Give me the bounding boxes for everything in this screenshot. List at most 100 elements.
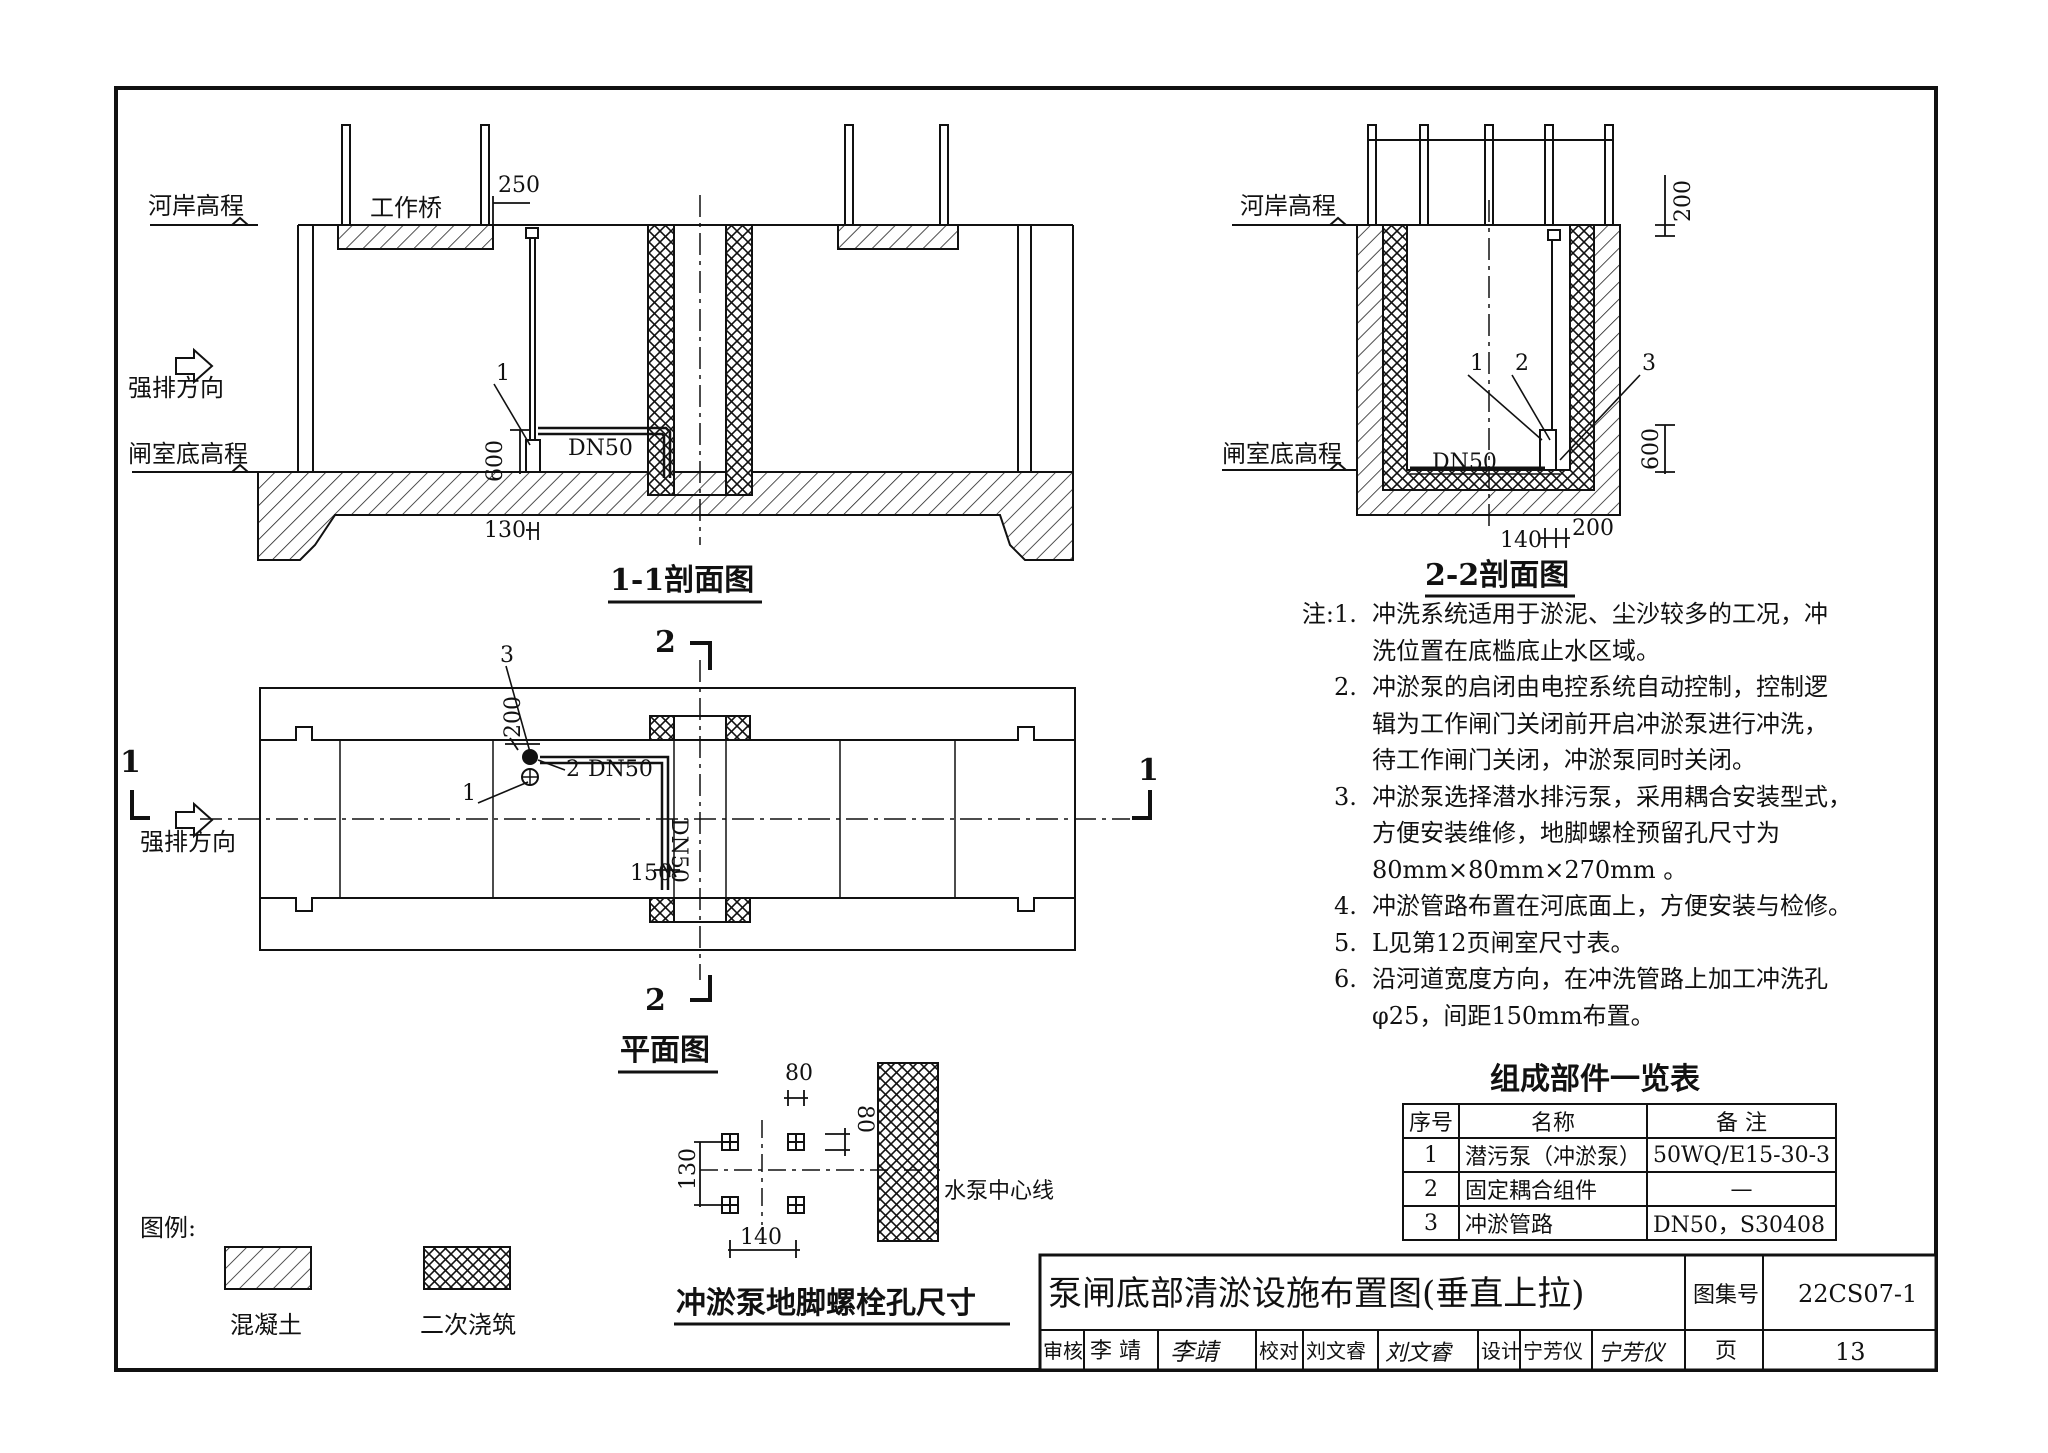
table-cell: 冲淤管路 <box>1458 1205 1649 1241</box>
page-number: 13 <box>1835 1338 1866 1366</box>
atlas-number: 22CS07-1 <box>1798 1280 1917 1308</box>
review-name: 李 靖 <box>1090 1339 1141 1364</box>
parts-header-row: 序号 名称 备 注 <box>1401 1103 1837 1139</box>
table-row: 3 冲淤管路 DN50，S30408 <box>1401 1205 1837 1241</box>
dim-140-bolt: 140 <box>740 1225 782 1250</box>
cut-2-bottom: 2 <box>645 983 666 1018</box>
check-name: 刘文睿 <box>1306 1339 1366 1363</box>
note-number: 6. <box>1334 965 1357 993</box>
note-text: 沿河道宽度方向，在冲洗管路上加工冲洗孔 φ25，间距150mm布置。 <box>1372 965 1828 1030</box>
bolt-hole-detail: 80 80 130 140 水泵中心线 冲淤泵地脚螺栓孔尺寸 <box>674 1061 1054 1326</box>
pump-2-2 <box>1539 429 1557 471</box>
legend-concrete-swatch <box>224 1246 312 1290</box>
work-bridge <box>337 224 494 250</box>
dim-200-top: 200 <box>1671 180 1696 222</box>
table-cell: 1 <box>1401 1137 1461 1173</box>
legend: 图例: 混凝土 二次浇筑 <box>140 1214 516 1339</box>
floor-slab <box>257 471 1074 561</box>
tag-1-plan: 1 <box>462 781 476 806</box>
note-text: 冲淤泵选择潜水排污泵，采用耦合安装型式， 方便安装维修，地脚螺栓预留孔尺寸为 8… <box>1372 782 1852 884</box>
note-text: 冲淤泵的启闭由电控系统自动控制，控制逻 辑为工作闸门关闭前开启冲淤泵进行冲洗， … <box>1372 673 1828 774</box>
dim-600: 600 <box>483 440 508 482</box>
note-number: 4. <box>1334 892 1357 920</box>
check-label: 校对 <box>1259 1339 1299 1363</box>
drawing-title: 泵闸底部清淤设施布置图(垂直上拉) <box>1048 1274 1585 1314</box>
review-signature: 李靖 <box>1170 1338 1222 1366</box>
dim-200-plan: 200 <box>501 696 526 738</box>
dim-600-s22: 600 <box>1639 428 1664 470</box>
table-cell: DN50，S30408 <box>1646 1205 1837 1241</box>
dim-80-a: 80 <box>785 1061 813 1086</box>
dim-130-bolt: 130 <box>676 1148 701 1190</box>
cut-1-left: 1 <box>120 745 141 780</box>
note-text: 冲淤管路布置在河底面上，方便安装与检修。 <box>1372 892 1852 920</box>
pipe-dn50-s22: DN50 <box>1432 450 1497 475</box>
river-bank-label-2: 河岸高程 <box>1240 192 1336 220</box>
legend-secondary-swatch <box>423 1246 511 1290</box>
note-2: 2. 冲淤泵的启闭由电控系统自动控制，控制逻 辑为工作闸门关闭前开启冲淤泵进行冲… <box>1272 669 2032 779</box>
chamber-floor-label: 闸室底高程 <box>128 440 248 468</box>
table-cell: 潜污泵（冲淤泵） <box>1458 1137 1649 1173</box>
dim-130: 130 <box>484 518 526 543</box>
header-cell: 名称 <box>1458 1103 1649 1139</box>
pump-plan <box>522 749 538 765</box>
atlas-label: 图集号 <box>1693 1283 1759 1308</box>
pump-centerline-label: 水泵中心线 <box>944 1179 1054 1204</box>
pipe-dn50-plan: DN50 <box>588 757 653 782</box>
sheet-border <box>114 86 1938 1372</box>
note-3: 3. 冲淤泵选择潜水排污泵，采用耦合安装型式， 方便安装维修，地脚螺栓预留孔尺寸… <box>1272 779 2032 889</box>
legend-secondary-label: 二次浇筑 <box>420 1311 516 1339</box>
table-cell: 2 <box>1401 1171 1461 1207</box>
header-cell: 序号 <box>1401 1103 1461 1139</box>
section-1-1: 河岸高程 工作桥 250 强排方向 闸室底高程 1 600 DN50 130 1… <box>128 124 1074 604</box>
tag-2-plan: 2 <box>566 757 580 782</box>
table-cell: — <box>1646 1171 1837 1207</box>
tag-1: 1 <box>496 361 510 386</box>
flow-direction-label: 强排方向 <box>128 374 224 402</box>
table-cell: 50WQ/E15-30-3 <box>1646 1137 1837 1173</box>
note-text: 冲洗系统适用于淤泥、尘沙较多的工况，冲 洗位置在底槛底止水区域。 <box>1372 600 1828 665</box>
note-1: 注: 1. 冲洗系统适用于淤泥、尘沙较多的工况，冲 洗位置在底槛底止水区域。 <box>1272 596 2032 669</box>
chamber-floor-label-2: 闸室底高程 <box>1222 440 1342 468</box>
plan-title: 平面图 <box>620 1033 710 1068</box>
note-4: 4. 冲淤管路布置在河底面上，方便安装与检修。 <box>1272 888 2032 925</box>
dim-150: 150 <box>630 861 672 886</box>
flow-direction-plan: 强排方向 <box>140 828 236 856</box>
parts-table-title: 组成部件一览表 <box>1490 1062 1700 1097</box>
check-signature: 刘文睿 <box>1385 1341 1453 1366</box>
section-2-2-title: 2-2剖面图 <box>1425 558 1569 593</box>
notes-label: 注: <box>1301 600 1334 628</box>
note-number: 3. <box>1334 782 1357 811</box>
cut-1-right: 1 <box>1138 753 1159 788</box>
section-2-2: 河岸高程 闸室底高程 200 1 2 3 DN50 600 140 200 2-… <box>1222 124 1696 598</box>
design-signature: 宁芳仪 <box>1598 1341 1667 1366</box>
note-number: 5. <box>1334 928 1357 957</box>
table-cell: 固定耦合组件 <box>1458 1171 1649 1207</box>
pipe-dn50-plan-v: DN50 <box>666 818 691 883</box>
note-number: 1. <box>1334 600 1357 628</box>
tag-3-plan: 3 <box>500 643 514 668</box>
dim-80-b: 80 <box>852 1105 877 1133</box>
table-row: 1 潜污泵（冲淤泵） 50WQ/E15-30-3 <box>1401 1137 1837 1173</box>
work-bridge-label: 工作桥 <box>370 194 442 222</box>
design-label: 设计 <box>1481 1339 1521 1363</box>
page-label: 页 <box>1715 1339 1737 1364</box>
dim-200-bot: 200 <box>1572 516 1614 541</box>
title-block: 泵闸底部清淤设施布置图(垂直上拉) 图集号 22CS07-1 审核 李 靖 李靖… <box>1038 1253 1938 1372</box>
parts-table: 序号 名称 备 注 1 潜污泵（冲淤泵） 50WQ/E15-30-3 2 固定耦… <box>1401 1103 1837 1241</box>
review-label: 审核 <box>1043 1339 1083 1363</box>
dim-250: 250 <box>498 173 540 198</box>
legend-concrete-label: 混凝土 <box>230 1311 302 1339</box>
pump-1-1 <box>525 439 541 473</box>
tag-2-s22: 2 <box>1515 351 1529 376</box>
bolt-detail-title: 冲淤泵地脚螺栓孔尺寸 <box>676 1286 976 1321</box>
legend-title: 图例: <box>140 1214 196 1242</box>
flow-arrow-plan-icon <box>175 801 214 839</box>
table-cell: 3 <box>1401 1205 1461 1241</box>
cut-2-top: 2 <box>655 625 676 660</box>
pipe-dn50: DN50 <box>568 436 633 461</box>
note-5: 5. L见第12页闸室尺寸表。 <box>1272 925 2032 962</box>
tag-1-s22: 1 <box>1470 351 1484 376</box>
plan-view: 2 2 1 1 3 200 2 DN50 DN50 1 强排方向 150 平面图 <box>120 625 1159 1074</box>
